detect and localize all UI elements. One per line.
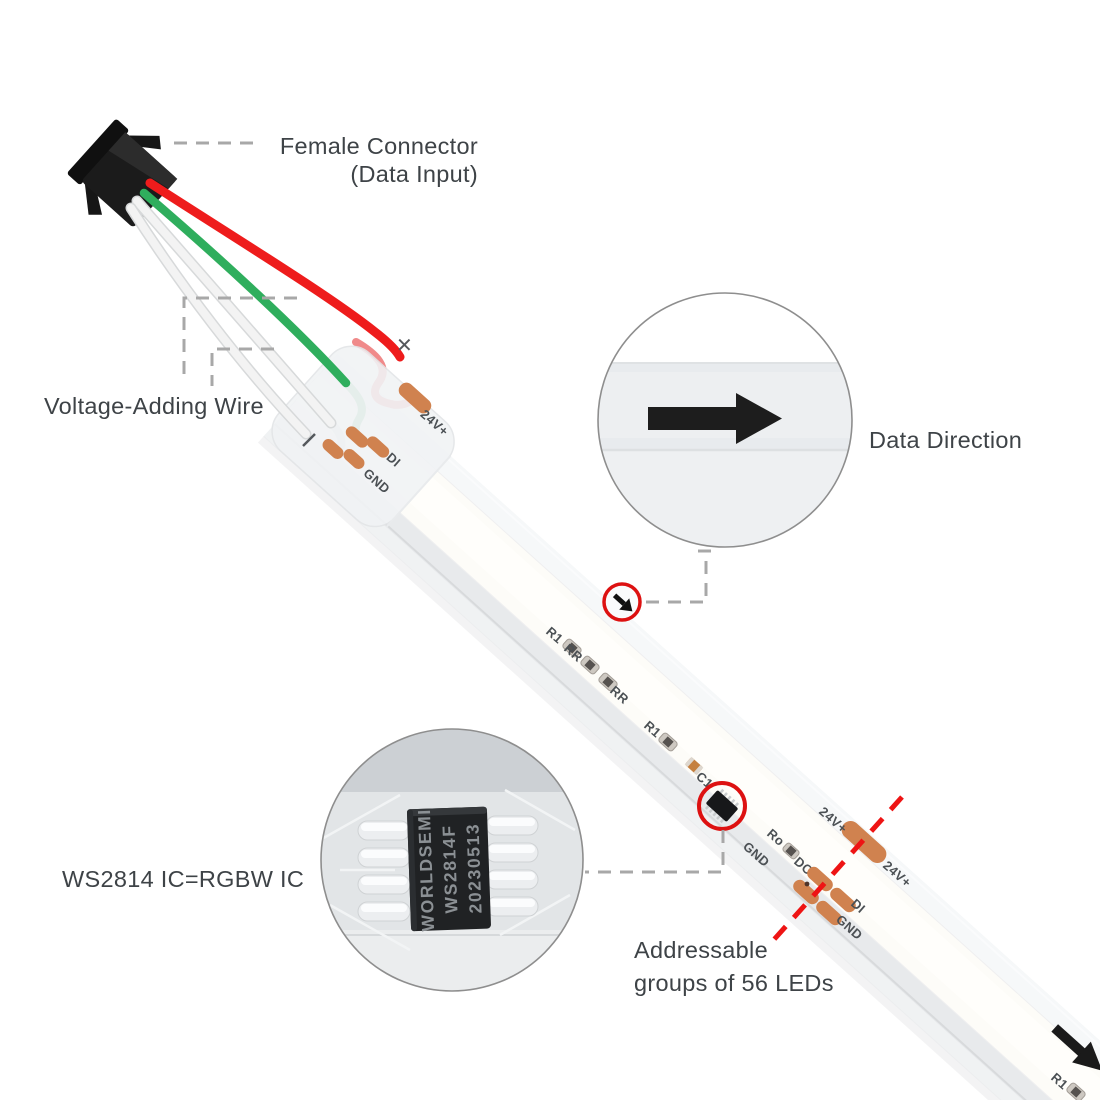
female-connector-label-line1: Female Connector	[280, 133, 478, 159]
zoom2-bottom-band	[321, 930, 583, 991]
data-direction-arrow-icon	[648, 393, 782, 444]
connector-latch-bottom	[84, 183, 103, 215]
zoom1-border	[597, 292, 853, 548]
wire-end-tick-mark	[302, 433, 316, 447]
connector-latch-top	[127, 135, 161, 150]
addressable-label-line2: groups of 56 LEDs	[634, 970, 834, 996]
printed-direction-arrow-end-icon	[1051, 1024, 1100, 1071]
ws2814-chip-text: WORLDSEMI WS2814F 20230513	[414, 808, 486, 932]
resistor-rrb	[598, 672, 618, 692]
connector-wires	[125, 178, 405, 440]
strip-bottom-band	[273, 410, 1100, 1100]
not-connected-x-mark: ✕	[396, 335, 413, 357]
strip-lens-core	[296, 374, 1100, 1100]
ws2814-equivalence-label: WS2814 IC=RGBW IC	[62, 866, 304, 892]
red-power-wire	[145, 178, 405, 362]
pad-gnd-start-b	[343, 448, 365, 470]
chip-pins-right	[485, 815, 539, 917]
zoom2-top-band	[321, 729, 583, 792]
voltage-wire-leader-outer	[182, 296, 297, 378]
pad-di-cut-right	[830, 887, 856, 913]
pad-di-start-a	[345, 426, 369, 448]
strip-top-band	[324, 354, 1100, 1100]
female-connector	[67, 119, 178, 227]
resistor-end	[1066, 1082, 1086, 1100]
resistor-r1a	[562, 638, 582, 658]
zoom2-border	[320, 728, 584, 992]
strip-shadow	[257, 435, 1100, 1100]
pad-di-start-b	[366, 436, 390, 458]
ws2814-ic-on-strip	[704, 788, 740, 824]
strip-side-edge	[263, 425, 1100, 1100]
strip-top-highlight	[334, 356, 1100, 1100]
white-wire-gnd	[133, 197, 335, 427]
chip-part-text: WS2814F	[438, 824, 461, 914]
pad-gnd-cut-left	[793, 879, 819, 905]
white-wire-loose	[127, 204, 310, 438]
led-strip	[257, 354, 1100, 1100]
zoom1-strip-lower	[598, 450, 852, 547]
addressable-label-line1: Addressable	[634, 937, 768, 963]
data-direction-marker	[602, 582, 642, 622]
zoom2-trace-lines	[321, 788, 576, 952]
pad-test-dot	[804, 881, 810, 887]
printed-direction-arrow-icon	[612, 593, 633, 612]
resistor-r1b	[658, 732, 678, 752]
chip-brand-text: WORLDSEMI	[414, 808, 438, 932]
chip-pins-left	[357, 820, 411, 922]
resistor-ro	[782, 842, 800, 860]
pad-gnd-cut-right	[816, 900, 842, 926]
connector-top-face	[108, 132, 178, 189]
ws2814-chip-body	[406, 806, 491, 932]
voltage-adding-wire-label: Voltage-Adding Wire	[44, 393, 264, 419]
connector-front-flange	[67, 119, 129, 185]
cut-line	[768, 795, 904, 946]
female-connector-label-line2: (Data Input)	[350, 161, 478, 187]
resistor-rra	[580, 655, 600, 675]
ic-to-zoom2-leader	[585, 830, 725, 874]
capacitor-c1	[684, 756, 704, 776]
ic-highlight-circle	[697, 781, 747, 831]
strip-bottom-rim	[273, 423, 1100, 1100]
chip-date-text: 20230513	[462, 822, 485, 913]
ic-zoom-circle: WORLDSEMI WS2814F 20230513	[320, 728, 584, 992]
green-data-wire	[139, 188, 351, 388]
pad-gnd-start-a	[322, 438, 344, 460]
pad-24v-start	[398, 382, 432, 414]
annotation-texts: Female Connector (Data Input) Voltage-Ad…	[44, 133, 1022, 996]
data-direction-label: Data Direction	[869, 427, 1022, 453]
data-direction-zoom-circle	[597, 292, 853, 548]
marker-to-zoom1-leader	[646, 553, 708, 604]
pad-di-cut-left	[807, 866, 833, 892]
